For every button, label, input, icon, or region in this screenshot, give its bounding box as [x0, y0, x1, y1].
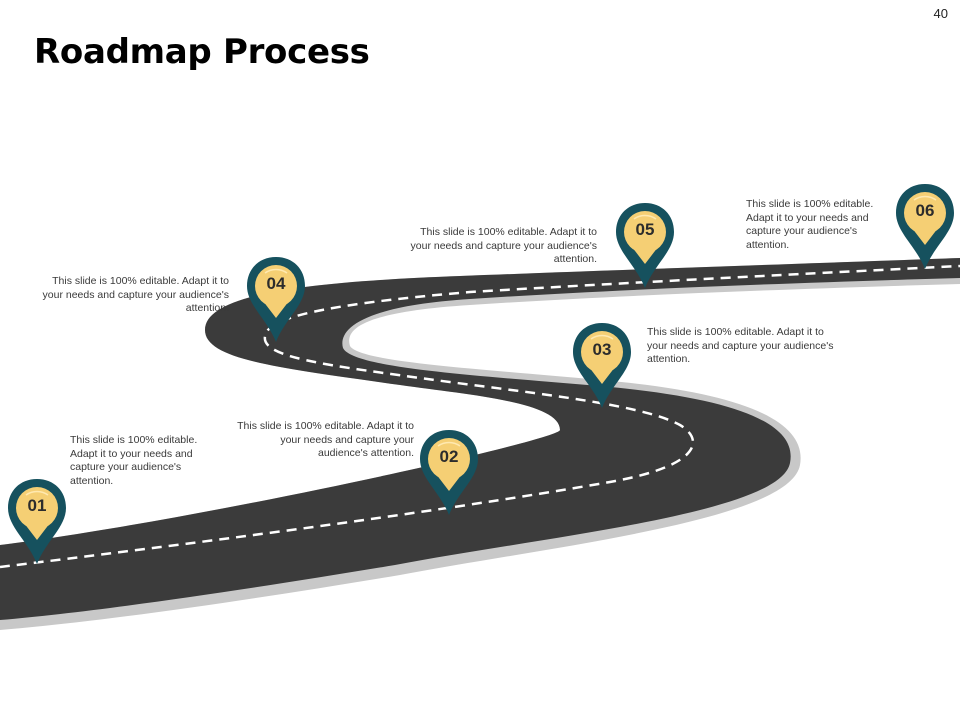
milestone-pin-05: 05: [614, 201, 676, 291]
road-center-dashes: [0, 264, 960, 569]
page-number: 40: [933, 6, 948, 21]
milestone-text-03: This slide is 100% editable. Adapt it to…: [647, 326, 834, 365]
milestone-pin-06: 06: [894, 182, 956, 272]
milestone-pin-04: 04: [245, 255, 307, 345]
map-pin-icon: [896, 184, 954, 269]
milestone-number: 01: [27, 496, 47, 515]
milestone-text-06: This slide is 100% editable. Adapt it to…: [746, 198, 874, 251]
milestone-text-01: This slide is 100% editable. Adapt it to…: [70, 434, 198, 487]
milestone-number: 04: [266, 274, 286, 293]
map-pin-icon: [420, 430, 478, 515]
milestone-text-02: This slide is 100% editable. Adapt it to…: [237, 420, 414, 459]
milestone-number: 06: [915, 201, 935, 220]
milestone-text-04: This slide is 100% editable. Adapt it to…: [42, 275, 229, 314]
milestone-number: 03: [592, 340, 612, 359]
milestone-number: 05: [635, 220, 655, 239]
milestone-text-05: This slide is 100% editable. Adapt it to…: [410, 226, 597, 265]
milestone-pin-02: 02: [418, 428, 480, 518]
map-pin-icon: [573, 323, 631, 408]
slide-title: Roadmap Process: [34, 32, 370, 72]
map-pin-icon: [8, 479, 66, 564]
milestone-number: 02: [439, 447, 459, 466]
map-pin-icon: [616, 203, 674, 288]
milestone-pin-03: 03: [571, 321, 633, 411]
map-pin-icon: [247, 257, 305, 342]
milestone-pin-01: 01: [6, 477, 68, 567]
road-surface: [0, 258, 960, 620]
